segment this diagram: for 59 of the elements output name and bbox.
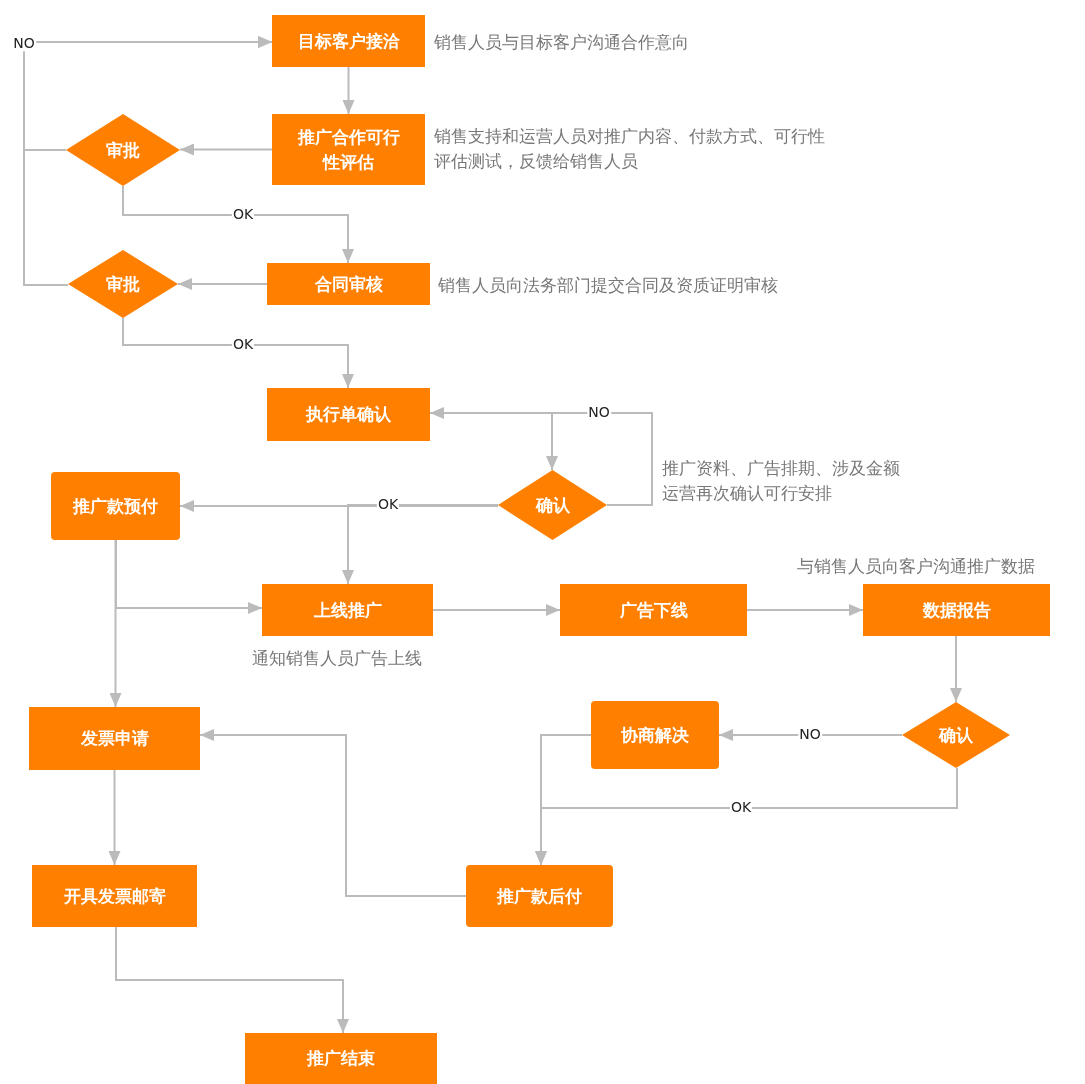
arrow	[122, 185, 354, 264]
node-label: 目标客户接洽	[296, 29, 401, 53]
node-label: 发票申请	[79, 727, 150, 751]
process-box	[272, 15, 425, 67]
arrow	[746, 604, 864, 616]
arrow	[23, 36, 273, 286]
node-label: 确认	[937, 723, 974, 747]
arrow	[432, 604, 561, 616]
arrow	[177, 278, 268, 290]
arrow	[109, 539, 122, 708]
node-label: 开具发票邮寄	[62, 884, 167, 908]
node-label: 广告下线	[618, 598, 689, 622]
node-label: 合同审核	[313, 272, 384, 296]
annotation-text: 通知销售人员广告上线	[252, 647, 423, 670]
annotation-text: 销售人员与目标客户沟通合作意向	[434, 31, 690, 54]
annotation-text: 销售支持和运营人员对推广内容、付款方式、可行性评估测试，反馈给销售人员	[434, 125, 826, 173]
process-box	[32, 865, 197, 927]
arrow	[122, 317, 354, 389]
arrow	[429, 407, 653, 506]
edge-label: NO	[12, 36, 36, 52]
process-box	[267, 263, 430, 305]
node-label: 推广款预付	[71, 494, 159, 518]
process-box	[272, 114, 425, 185]
arrow	[115, 926, 349, 1034]
node-label: 推广结束	[305, 1047, 376, 1071]
decision-diamond	[902, 702, 1010, 768]
arrow	[535, 734, 592, 866]
decision-diamond	[66, 114, 180, 186]
process-box	[262, 584, 433, 636]
arrow	[179, 143, 273, 156]
node-label: 推广合作可行性评估	[296, 125, 401, 174]
arrow	[179, 500, 499, 512]
node-label: 数据报告	[921, 598, 992, 622]
node-label: 确认	[534, 493, 571, 517]
process-box	[245, 1033, 437, 1084]
annotation-text: 销售人员向法务部门提交合同及资质证明审核	[438, 274, 779, 297]
arrow	[718, 729, 903, 741]
node-label: 执行单确认	[304, 403, 392, 427]
process-box	[51, 472, 180, 540]
node-label: 上线推广	[312, 598, 383, 622]
node-label: 审批	[105, 272, 141, 296]
decision-diamond	[498, 470, 607, 540]
node-label: 审批	[105, 138, 141, 162]
process-box	[466, 865, 613, 927]
arrow	[342, 504, 499, 585]
process-box	[863, 584, 1050, 636]
arrow	[108, 769, 121, 866]
arrow	[950, 635, 962, 703]
process-box	[267, 388, 430, 441]
arrow	[342, 66, 355, 115]
decision-diamond	[68, 250, 178, 318]
arrow	[199, 729, 467, 897]
annotation-text: 与销售人员向客户沟通推广数据	[797, 555, 1036, 578]
node-label: 推广款后付	[495, 884, 583, 908]
process-box	[591, 701, 719, 769]
process-box	[560, 584, 747, 636]
process-box	[29, 707, 200, 770]
node-label: 协商解决	[620, 723, 690, 747]
annotation-text: 推广资料、广告排期、涉及金额运营再次确认可行安排	[662, 457, 901, 505]
